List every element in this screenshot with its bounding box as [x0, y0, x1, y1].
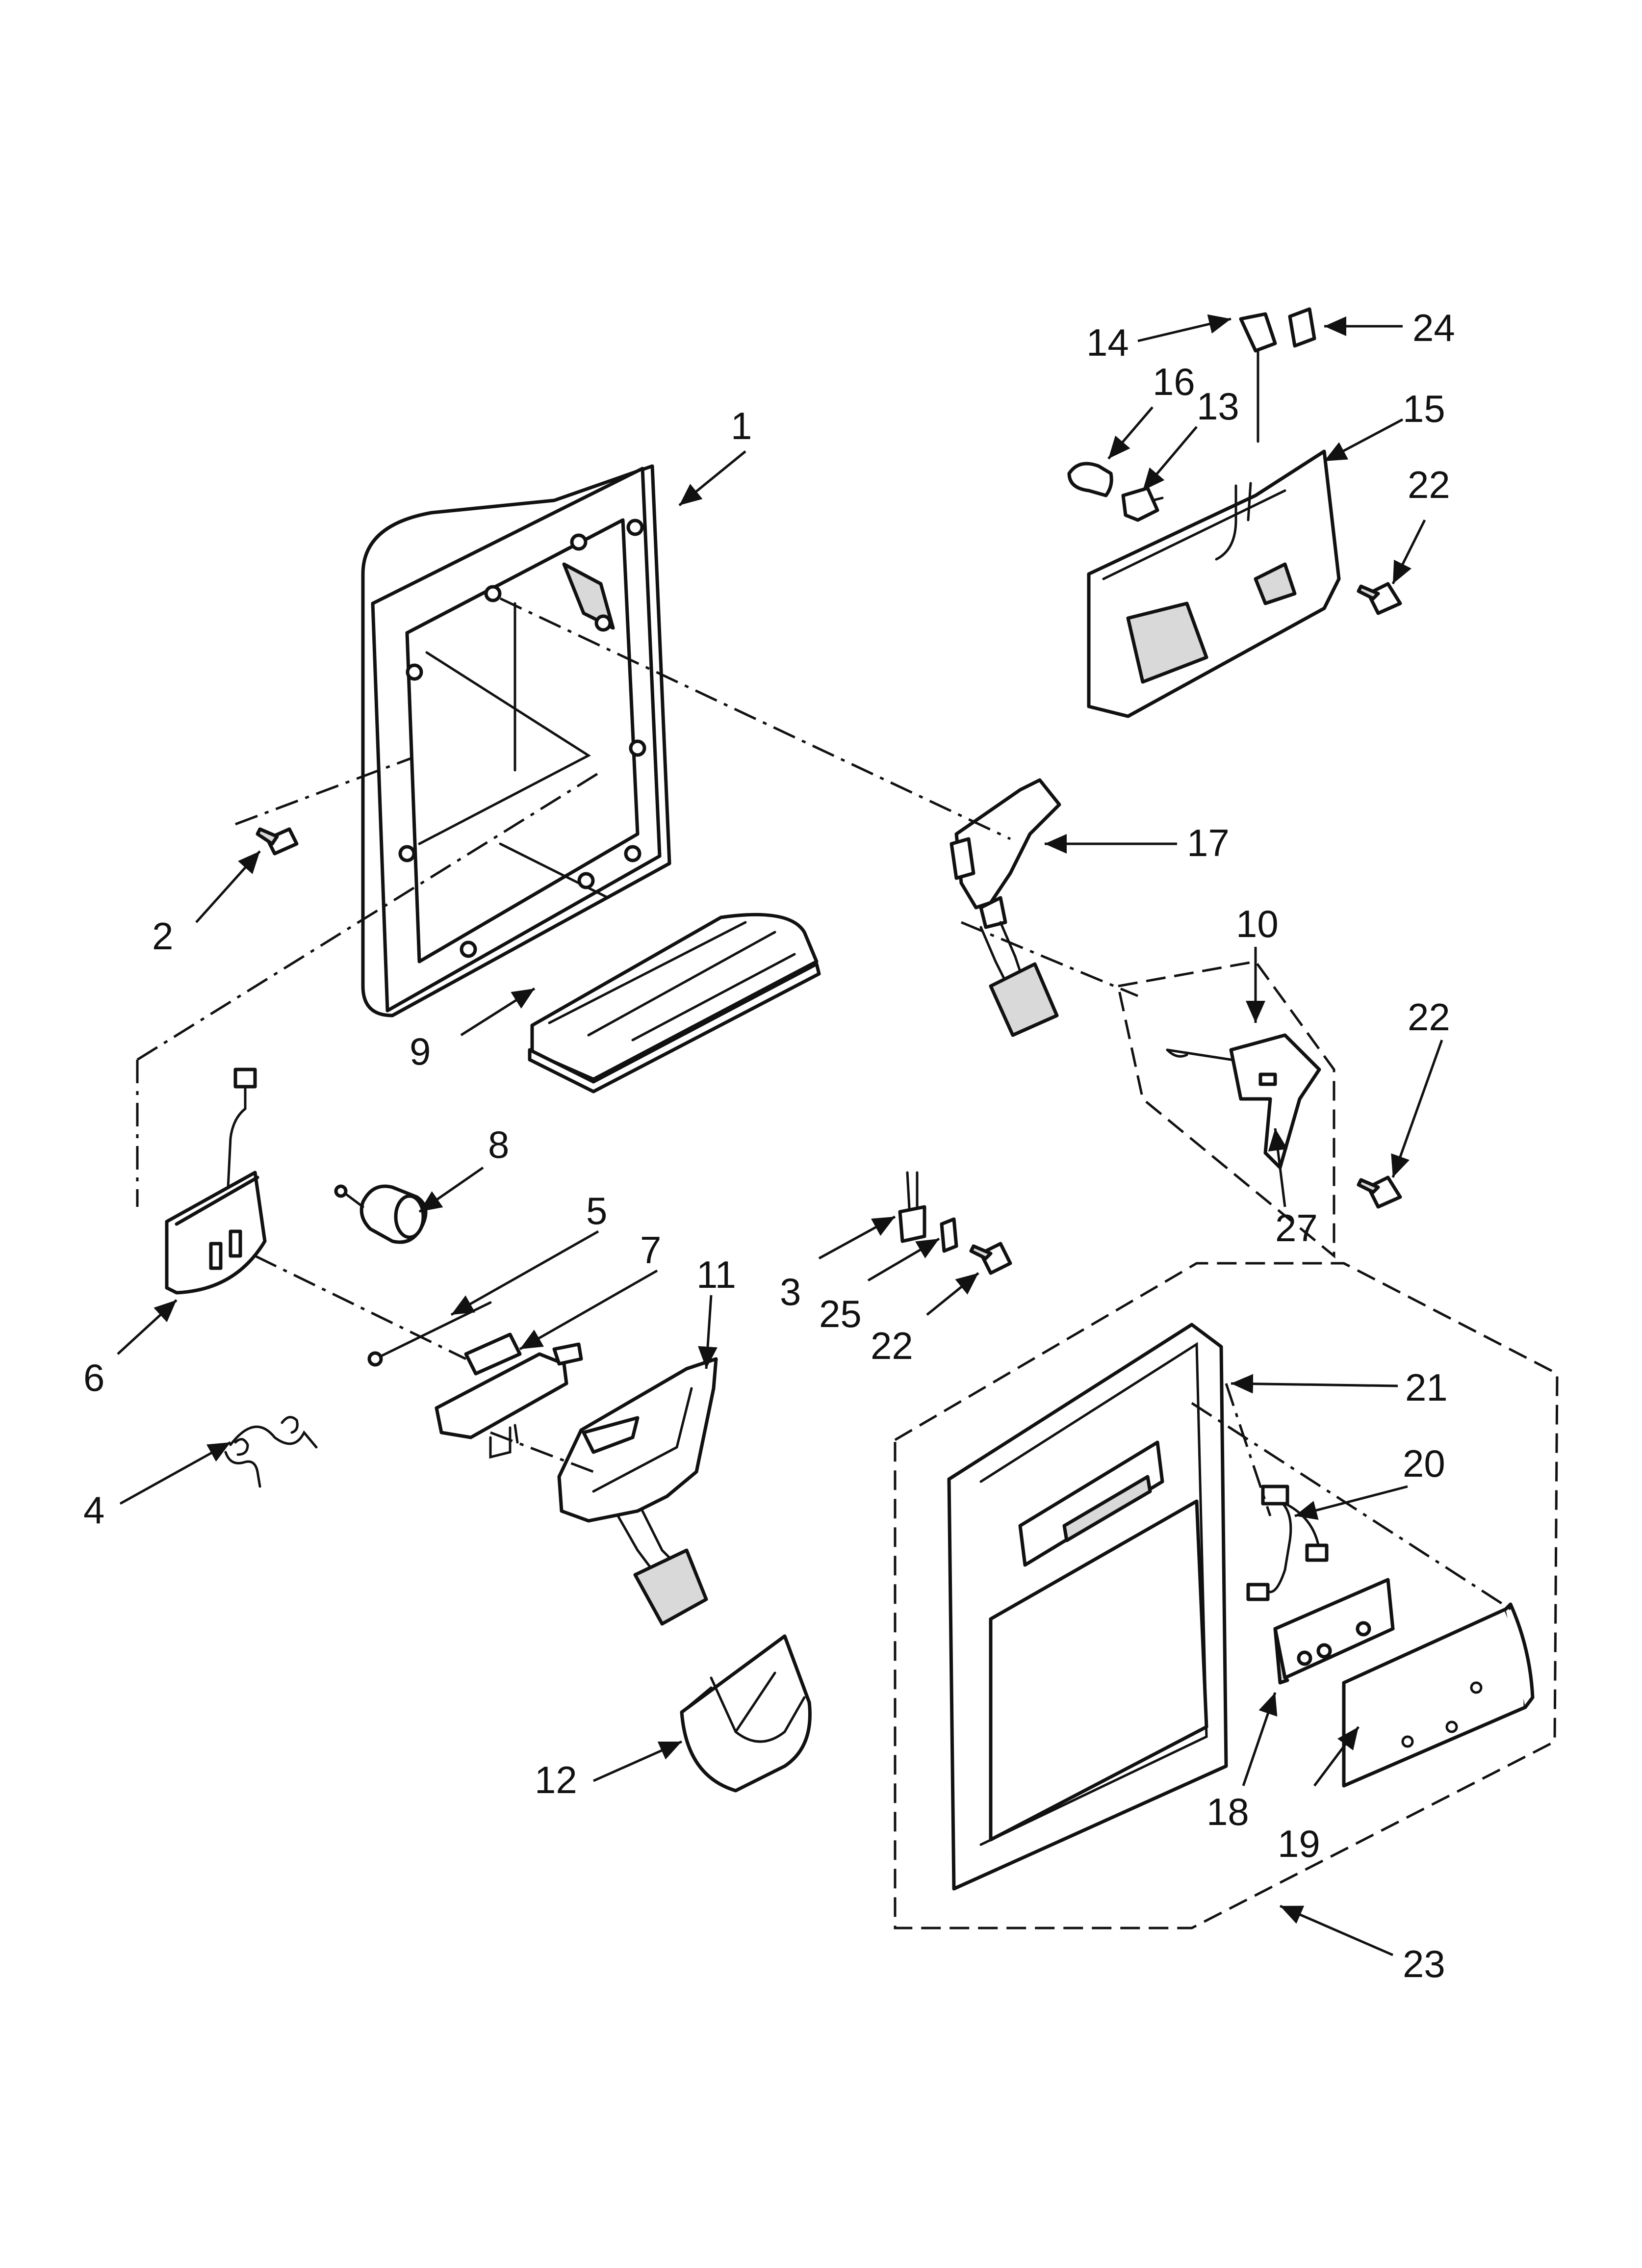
- dispenser-front-part-21: [947, 1323, 1228, 1891]
- frame-mounting-holes: [398, 519, 646, 958]
- label-part-4: 4: [83, 1488, 104, 1532]
- screw-part-22-top: [1357, 582, 1402, 615]
- label-part-16: 16: [1153, 360, 1195, 403]
- label-part-23: 23: [1403, 1942, 1445, 1985]
- water-paddle-part-17: [949, 778, 1061, 1037]
- label-part-3: 3: [780, 1270, 801, 1313]
- faceplate-group-part-23: [894, 1262, 1559, 1929]
- bulb-part-16: [1067, 462, 1113, 497]
- ice-chute-part-12: [680, 1634, 812, 1793]
- wire-harness-part-20: [1246, 1485, 1329, 1601]
- ice-paddle-part-11: [557, 1357, 718, 1626]
- solenoid-part-8: [334, 1184, 428, 1244]
- label-part-25: 25: [819, 1292, 862, 1335]
- leader-lines: [136, 597, 1512, 1611]
- housing-frame-part-1: [361, 464, 671, 1017]
- label-part-6: 6: [83, 1356, 104, 1399]
- label-part-21: 21: [1405, 1366, 1448, 1409]
- light-switch-part-14: [1239, 312, 1277, 443]
- label-part-9: 9: [410, 1030, 431, 1073]
- label-part-5: 5: [586, 1189, 607, 1232]
- label-part-17: 17: [1187, 821, 1230, 864]
- label-part-20: 20: [1403, 1442, 1445, 1485]
- socket-part-13: [1121, 486, 1164, 522]
- label-part-12: 12: [535, 1758, 577, 1801]
- gasket-part-24: [1288, 307, 1316, 348]
- screw-part-22-right: [1357, 1175, 1402, 1209]
- label-part-14: 14: [1086, 321, 1129, 364]
- label-part-22-middle: 22: [871, 1324, 913, 1367]
- label-part-7: 7: [640, 1228, 661, 1272]
- control-panel-part-19: [1342, 1602, 1535, 1788]
- label-part-22-top: 22: [1408, 463, 1450, 506]
- shim-part-25: [940, 1217, 958, 1253]
- label-part-2: 2: [152, 914, 173, 958]
- label-part-18: 18: [1206, 1790, 1249, 1833]
- label-part-19: 19: [1278, 1822, 1320, 1865]
- label-part-11: 11: [696, 1253, 736, 1296]
- label-part-15: 15: [1403, 387, 1445, 430]
- label-part-24: 24: [1412, 306, 1455, 349]
- lever-part-27: [1166, 1048, 1188, 1058]
- part-number-labels: 1 2 9 8 5 7 11 6 4 12 17 10 22 27 3 25 2…: [83, 306, 1455, 1985]
- screw-part-2: [256, 827, 299, 856]
- bracket-part-3: [898, 1171, 926, 1243]
- label-part-13: 13: [1197, 385, 1239, 428]
- label-part-1: 1: [731, 404, 752, 447]
- screw-part-22-middle: [969, 1242, 1012, 1275]
- light-housing-part-15: [1087, 449, 1341, 718]
- label-part-27: 27: [1275, 1206, 1318, 1250]
- switch-part-6: [165, 1068, 267, 1295]
- control-board-part-18: [1273, 1578, 1395, 1685]
- label-part-8: 8: [488, 1123, 509, 1166]
- drip-tray-part-9: [528, 912, 821, 1094]
- spring-part-4: [224, 1416, 318, 1488]
- label-part-22-right: 22: [1408, 995, 1450, 1039]
- callout-arrows: [117, 314, 1443, 1956]
- label-part-10: 10: [1236, 902, 1279, 945]
- actuator-part-7: [435, 1332, 583, 1459]
